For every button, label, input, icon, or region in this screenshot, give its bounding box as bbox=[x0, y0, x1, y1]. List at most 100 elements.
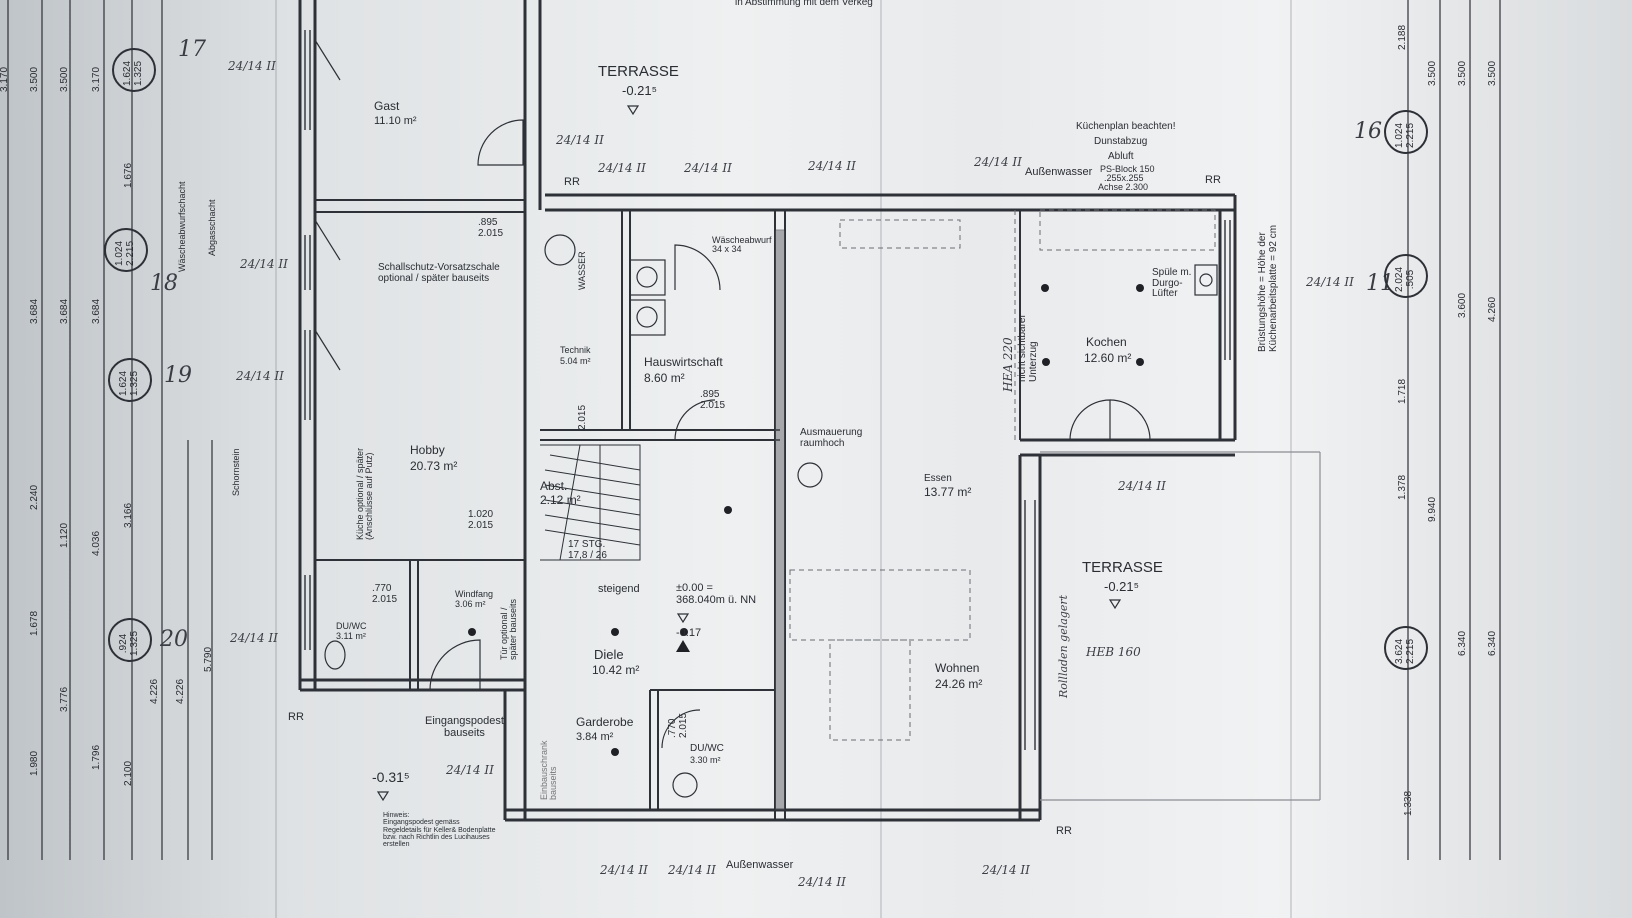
note-wasser: WASSER bbox=[577, 251, 587, 290]
washer-dryer bbox=[544, 234, 823, 488]
dim-left: 1.120 bbox=[59, 522, 70, 548]
note-aussenwasser-top: Außenwasser bbox=[1025, 166, 1093, 178]
dim-left: 4.226 bbox=[149, 678, 160, 704]
note-abluft: Abluft bbox=[1108, 151, 1134, 162]
dim-left: 4.226 bbox=[175, 678, 186, 704]
door-dim-3: 1.020 2.015 bbox=[468, 509, 494, 531]
dim-left: 3.776 bbox=[59, 686, 70, 712]
note-abgasschacht: Abgasschacht bbox=[207, 199, 217, 256]
dim-right: 1.718 bbox=[1397, 378, 1408, 404]
dim-left: 4.036 bbox=[91, 530, 102, 556]
terrasse-top-level: -0.21⁵ bbox=[622, 83, 658, 98]
dim-left: 3.500 bbox=[29, 66, 40, 92]
window-circle-1 bbox=[112, 48, 156, 92]
hw-16: 16 bbox=[1354, 119, 1382, 144]
note-treppe: 17 STG. 17,8 / 26 bbox=[568, 539, 607, 561]
window-circle-5 bbox=[1384, 110, 1428, 154]
note-schallschutz: Schallschutz-Vorsatzschale optional / sp… bbox=[378, 262, 500, 284]
room-diele-area: 10.42 m² bbox=[592, 663, 640, 677]
room-hauswirtschaft-area: 8.60 m² bbox=[644, 371, 685, 385]
hw-20: 20 bbox=[160, 627, 188, 652]
outer-walls bbox=[298, 0, 1237, 822]
note-kuechenplan: Küchenplan beachten! bbox=[1076, 121, 1176, 132]
windows bbox=[304, 30, 1231, 750]
door-dim-1: .895 2.015 bbox=[478, 217, 504, 239]
rr-label-4: RR bbox=[1056, 825, 1072, 837]
room-windfang: Windfang bbox=[455, 589, 494, 599]
dim-left: 1.796 bbox=[91, 744, 102, 770]
dim-right: 3.500 bbox=[1457, 60, 1468, 86]
room-hauswirtschaft: Hauswirtschaft bbox=[644, 355, 723, 369]
dim-right: 3.500 bbox=[1427, 60, 1438, 86]
hw-mark-10: 24/14 II bbox=[1306, 275, 1354, 289]
note-hinweis: Hinweis: Eingangspodest gemäss Regeldeta… bbox=[383, 812, 496, 849]
dim-left: 1.676 bbox=[123, 162, 134, 188]
light-fixtures bbox=[468, 284, 1144, 756]
door-swings bbox=[314, 39, 1151, 749]
rr-label-1: RR bbox=[564, 176, 580, 188]
note-ps-block: PS-Block 150 bbox=[1100, 164, 1155, 174]
window-circle-6 bbox=[1384, 254, 1428, 298]
room-essen-area: 13.77 m² bbox=[924, 485, 972, 499]
hw-mark-12: 24/14 II bbox=[446, 763, 494, 777]
dim-left: 3.170 bbox=[91, 66, 102, 92]
toilets bbox=[324, 640, 698, 798]
note-dunstabzug: Dunstabzug bbox=[1094, 136, 1148, 147]
dim-left: 5.790 bbox=[203, 646, 214, 672]
note-aussenwasser-bottom: Außenwasser bbox=[726, 859, 794, 871]
hw-hea: HEA 220 bbox=[1001, 337, 1015, 392]
room-hobby-area: 20.73 m² bbox=[410, 459, 458, 473]
room-wohnen: Wohnen bbox=[935, 661, 980, 675]
hw-mark-1: 24/14 II bbox=[228, 59, 276, 73]
hw-mark-4: 24/14 II bbox=[230, 631, 278, 645]
note-ausmauerung: Ausmauerung raumhoch bbox=[800, 427, 863, 449]
note-ps-dims: .255x.255 bbox=[1104, 173, 1144, 183]
dim-right: 4.260 bbox=[1487, 296, 1498, 322]
room-garderobe-area: 3.84 m² bbox=[576, 731, 614, 743]
room-duwc-right: DU/WC bbox=[690, 743, 724, 754]
hw-mark-15: 24/14 II bbox=[798, 875, 846, 889]
room-duwc-left-area: 3.11 m² bbox=[336, 631, 366, 641]
hw-mark-5: 24/14 II bbox=[556, 133, 604, 147]
hw-18: 18 bbox=[150, 271, 178, 296]
note-tuer-optional: Tür optional / später bauseits bbox=[499, 598, 519, 660]
dim-right: 1.338 bbox=[1403, 790, 1414, 816]
room-wohnen-area: 24.26 m² bbox=[935, 677, 983, 691]
room-kochen-area: 12.60 m² bbox=[1084, 351, 1132, 365]
hw-mark-7: 24/14 II bbox=[684, 161, 732, 175]
dim-left: 2.100 bbox=[123, 760, 134, 786]
room-abst: Abst. bbox=[540, 479, 568, 493]
terrasse-right-level: -0.21⁵ bbox=[1104, 579, 1140, 594]
dim-left: 2.240 bbox=[29, 484, 40, 510]
kitchen-sink bbox=[1194, 264, 1218, 296]
dim-left: 3.170 bbox=[0, 66, 10, 92]
window-circle-2 bbox=[104, 228, 148, 272]
room-hobby: Hobby bbox=[410, 443, 445, 457]
room-abst-area: 2.12 m² bbox=[540, 493, 581, 507]
door-dim-2: .895 2.015 bbox=[700, 389, 726, 411]
room-duwc-left: DU/WC bbox=[336, 621, 367, 631]
hw-mark-2: 24/14 II bbox=[240, 257, 288, 271]
dim-left: 1.678 bbox=[29, 610, 40, 636]
note-schornstein: Schornstein bbox=[231, 448, 241, 496]
top-note: in Abstimmung mit dem Verkeg bbox=[735, 0, 873, 8]
window-label-6: 2.024.505 bbox=[1394, 266, 1416, 292]
dim-left: 1.980 bbox=[29, 750, 40, 776]
dim-right: 2.188 bbox=[1397, 24, 1408, 50]
dim-left: 3.684 bbox=[59, 298, 70, 324]
dim-left: 3.684 bbox=[29, 298, 40, 324]
note-eingangspodest: Eingangspodest bauseits bbox=[425, 715, 504, 739]
note-level-031: -0.31⁵ bbox=[372, 769, 410, 785]
door-dim-6: 2.015 bbox=[577, 404, 588, 430]
hw-17: 17 bbox=[178, 37, 206, 62]
hw-mark-16: 24/14 II bbox=[982, 863, 1030, 877]
hw-19: 19 bbox=[164, 363, 192, 388]
rr-label-3: RR bbox=[288, 711, 304, 723]
hw-mark-8: 24/14 II bbox=[808, 159, 856, 173]
room-technik-area: 5.04 m² bbox=[560, 356, 591, 366]
